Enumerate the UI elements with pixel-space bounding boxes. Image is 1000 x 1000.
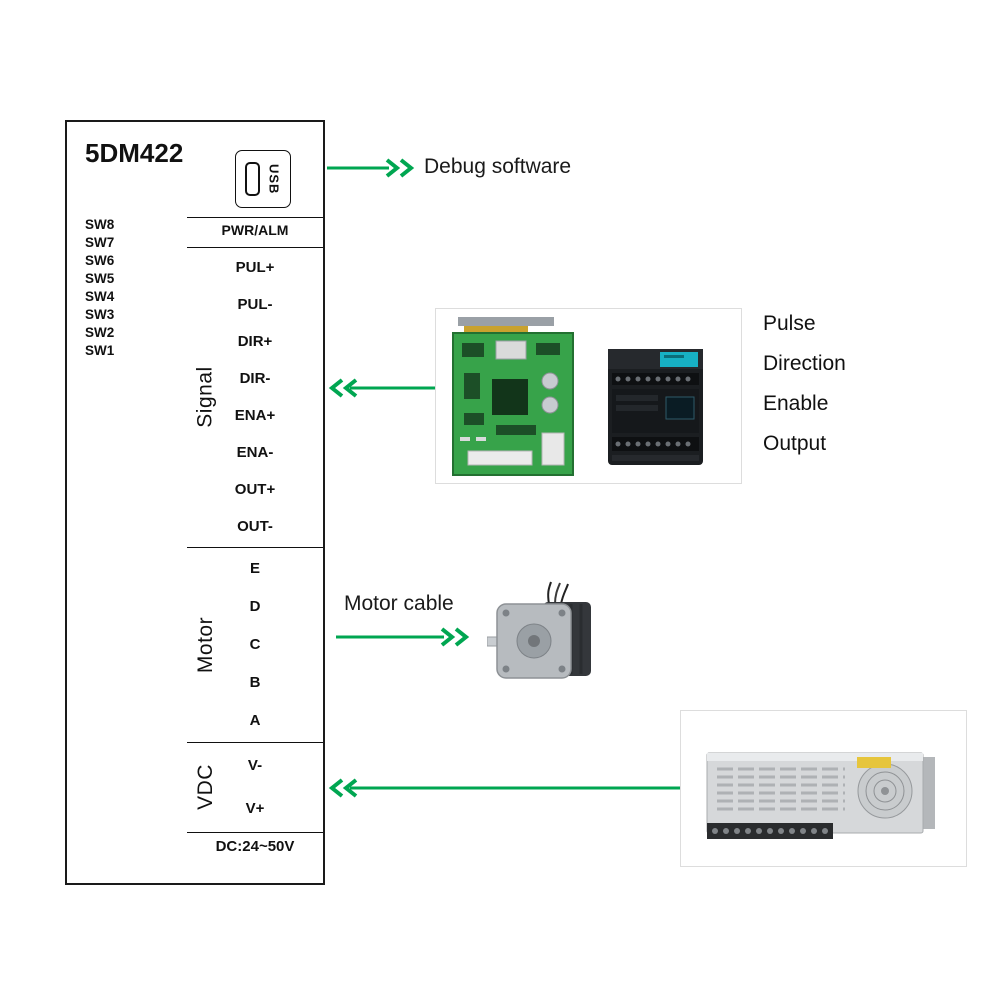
signal-output-label: Output [763, 432, 827, 455]
signal-output-label: Direction [763, 352, 846, 375]
vdc-pin-label: V+ [245, 800, 265, 817]
stepper-motor-image [487, 581, 591, 679]
divider [187, 547, 323, 548]
signal-output-label: Enable [763, 392, 829, 415]
dip-switch-label: SW3 [85, 307, 115, 322]
divider [187, 832, 323, 833]
usb-port: USB [235, 150, 291, 208]
signal-pin-column: PUL+ PUL- DIR+ DIR- ENA+ ENA- OUT+ OUT- [187, 249, 323, 545]
driver-model: 5DM422 [85, 138, 184, 168]
motor-pin-label: E [249, 559, 260, 577]
signal-pin-label: DIR+ [237, 333, 273, 350]
motor-pin-label: C [249, 635, 261, 653]
divider [187, 742, 323, 743]
dip-switch-label: SW5 [85, 271, 115, 286]
debug-software-label: Debug software [424, 155, 572, 178]
motor-pin-column: E D C B A [187, 549, 323, 740]
power-supply-panel [680, 710, 967, 867]
dc-rating-label: DC:24~50V [215, 838, 295, 855]
dip-switch-label: SW7 [85, 235, 115, 250]
switching-power-supply-image [706, 752, 935, 839]
vdc-pin-column: V- V+ [187, 744, 323, 830]
motor-pin-label: A [249, 712, 261, 730]
signal-pin-label: OUT- [237, 518, 273, 535]
power-arrow-icon [328, 778, 680, 798]
debug-arrow-icon [327, 158, 415, 178]
motion-controller-card-image [452, 317, 574, 476]
signal-pin-label: ENA- [236, 444, 274, 461]
dip-switch-label: SW8 [85, 217, 115, 232]
signal-output-list: Pulse Direction Enable Output [763, 310, 846, 457]
dip-switch-label: SW2 [85, 325, 115, 340]
signal-pin-label: OUT+ [234, 481, 276, 498]
motor-pin-label: B [249, 674, 261, 692]
signal-pin-label: DIR- [239, 370, 271, 387]
pwr-alm-label: PWR/ALM [221, 222, 289, 238]
signal-devices-panel [435, 308, 742, 484]
plc-controller-image [608, 349, 703, 465]
motor-cable-label: Motor cable [344, 592, 454, 615]
motor-pin-label: D [249, 597, 261, 615]
driver-unit: 5DM422 USB PWR/ALM SW8 SW7 SW6 SW5 SW4 S… [65, 120, 325, 885]
usb-icon [244, 162, 260, 196]
usb-label: USB [266, 163, 282, 195]
dip-switch-label: SW6 [85, 253, 115, 268]
divider [187, 247, 323, 248]
divider [187, 217, 323, 218]
vdc-pin-label: V- [247, 757, 263, 774]
motor-arrow-icon [336, 627, 470, 647]
signal-pin-label: ENA+ [234, 407, 276, 424]
signal-pin-label: PUL+ [235, 259, 275, 276]
dip-switch-label: SW4 [85, 289, 115, 304]
signal-output-label: Pulse [763, 312, 816, 335]
signal-arrow-icon [328, 378, 435, 398]
dip-switch-label: SW1 [85, 343, 115, 358]
signal-pin-label: PUL- [237, 296, 273, 313]
dip-switch-list: SW8 SW7 SW6 SW5 SW4 SW3 SW2 SW1 [85, 216, 114, 360]
